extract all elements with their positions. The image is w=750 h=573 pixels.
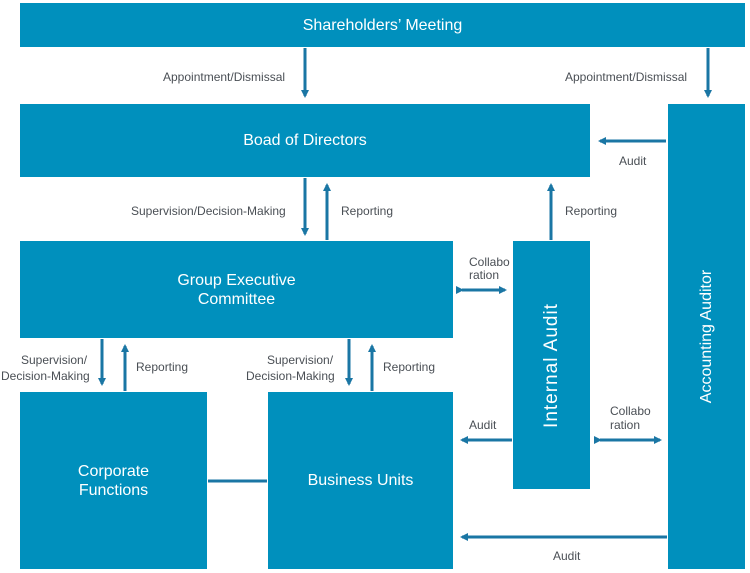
label-audit-aa-bu: Audit — [553, 549, 581, 563]
label-audit-board: Audit — [619, 154, 647, 168]
business-units-box: Business Units — [268, 392, 453, 569]
accounting-auditor-label: Accounting Auditor — [698, 269, 716, 404]
board-of-directors-box: Boad of Directors — [20, 104, 590, 177]
label-reporting-ia: Reporting — [565, 204, 618, 218]
label-collab-gec-1: Collabo — [469, 255, 510, 269]
label-reporting-bu: Reporting — [383, 360, 436, 374]
gec-label-line1: Group Executive — [177, 271, 296, 289]
label-reporting-board: Reporting — [341, 204, 394, 218]
shareholders-meeting-box: Shareholders’ Meeting — [20, 3, 745, 47]
corporate-functions-box: Corporate Functions — [20, 392, 207, 569]
group-executive-committee-box: Group Executive Committee — [20, 241, 453, 338]
label-supervision-board: Supervision/Decision-Making — [131, 204, 286, 218]
internal-audit-box: Internal Audit — [513, 241, 590, 489]
label-collab-aa-2: ration — [610, 418, 641, 432]
gec-label-line2: Committee — [197, 290, 276, 308]
label-supervision-bu-2: Decision-Making — [246, 369, 335, 383]
label-supervision-cf-2: Decision-Making — [1, 369, 90, 383]
label-collab-aa-1: Collabo — [610, 404, 651, 418]
business-units-label: Business Units — [307, 472, 414, 489]
label-appointment-auditor: Appointment/Dismissal — [565, 70, 688, 84]
label-supervision-bu-1: Supervision/ — [267, 353, 334, 367]
label-supervision-cf-1: Supervision/ — [21, 353, 88, 367]
label-audit-ia-bu: Audit — [469, 418, 497, 432]
corporate-label-line1: Corporate — [77, 462, 150, 480]
label-collab-gec-2: ration — [469, 268, 500, 282]
internal-audit-label: Internal Audit — [541, 302, 563, 428]
shareholders-meeting-label: Shareholders’ Meeting — [302, 16, 463, 34]
label-reporting-cf: Reporting — [136, 360, 189, 374]
board-of-directors-label: Boad of Directors — [243, 132, 367, 149]
accounting-auditor-box: Accounting Auditor — [668, 104, 745, 569]
corporate-label-line2: Functions — [78, 481, 149, 499]
label-appointment-board: Appointment/Dismissal — [163, 70, 286, 84]
